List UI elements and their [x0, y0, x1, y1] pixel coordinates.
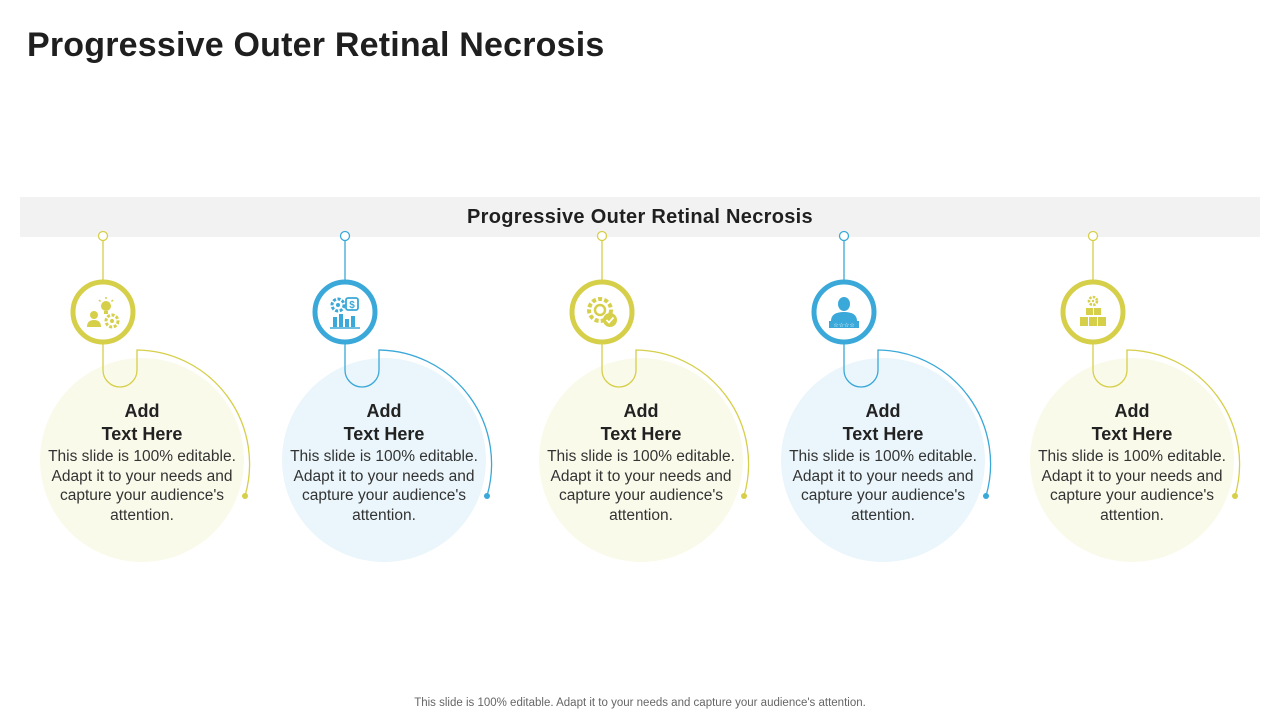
footer-note: This slide is 100% editable. Adapt it to…: [414, 697, 866, 709]
card-decoration: [40, 230, 251, 562]
card-body: This slide is 100% editable. Adapt it to…: [1038, 448, 1226, 524]
svg-text:☆☆☆☆: ☆☆☆☆: [833, 322, 855, 329]
gear-boxes-icon: [1064, 283, 1122, 341]
card-body: This slide is 100% editable. Adapt it to…: [547, 448, 735, 524]
banner-title: Progressive Outer Retinal Necrosis: [467, 205, 813, 228]
card-text: Add Text Here This slide is 100% editabl…: [284, 400, 484, 525]
card-decoration: [282, 230, 493, 562]
card-text: Add Text Here This slide is 100% editabl…: [541, 400, 741, 525]
card-5: Add Text Here This slide is 100% editabl…: [1012, 230, 1252, 570]
card-body: This slide is 100% editable. Adapt it to…: [290, 448, 478, 524]
card-heading: Add Text Here: [1091, 401, 1173, 444]
card-body: This slide is 100% editable. Adapt it to…: [789, 448, 977, 524]
page-title: Progressive Outer Retinal Necrosis: [27, 26, 605, 64]
card-3: Add Text Here This slide is 100% editabl…: [521, 230, 761, 570]
card-text: Add Text Here This slide is 100% editabl…: [783, 400, 983, 525]
card-text: Add Text Here This slide is 100% editabl…: [42, 400, 242, 525]
gear-check-cycle-icon: [573, 283, 631, 341]
person-rating-stars-icon: ☆☆☆☆: [815, 283, 873, 341]
card-4: ☆☆☆☆ Add Text Here This slide is 100% ed…: [763, 230, 1003, 570]
card-heading: Add Text Here: [842, 401, 924, 444]
card-2: $ Add Text Here This slide is 100% edita…: [264, 230, 504, 570]
card-decoration: [539, 230, 750, 562]
card-heading: Add Text Here: [101, 401, 183, 444]
card-text: Add Text Here This slide is 100% editabl…: [1032, 400, 1232, 525]
banner: Progressive Outer Retinal Necrosis: [20, 197, 1260, 237]
card-heading: Add Text Here: [600, 401, 682, 444]
dollar-gear-chart-icon: $: [316, 283, 374, 341]
card-heading: Add Text Here: [343, 401, 425, 444]
card-1: Add Text Here This slide is 100% editabl…: [22, 230, 262, 570]
card-body: This slide is 100% editable. Adapt it to…: [48, 448, 236, 524]
user-idea-gear-icon: [74, 283, 132, 341]
svg-text:$: $: [349, 300, 355, 311]
